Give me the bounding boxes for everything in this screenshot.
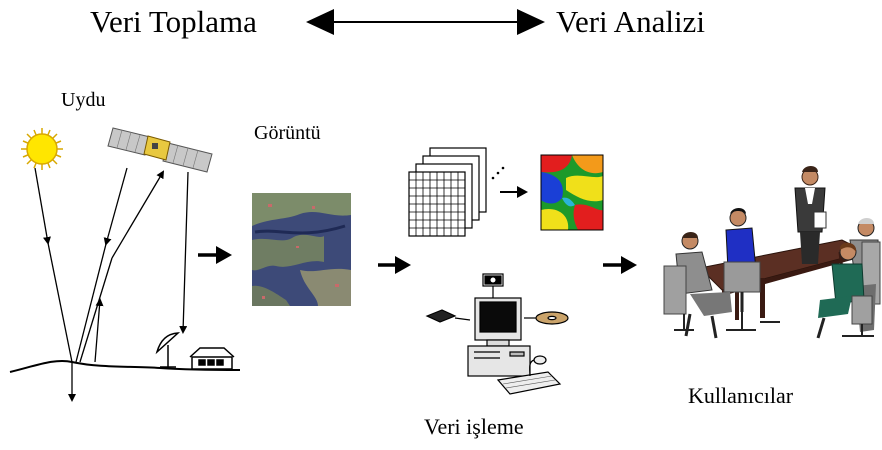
header-double-arrow: [306, 9, 545, 35]
raster-grid-stack: [408, 147, 505, 237]
person-standing-icon: [794, 166, 827, 264]
flow-arrow-1: [198, 246, 232, 264]
computer-workstation-icon: [425, 273, 569, 395]
satellite-image-thumbnail: [252, 193, 351, 306]
sun-icon: [21, 128, 63, 170]
image-label: Görüntü: [254, 122, 321, 144]
radiation-rays: [34, 167, 189, 402]
person-gray-left-icon: [663, 232, 732, 339]
ground-station-icon: [189, 347, 235, 370]
flow-arrow-4: [500, 186, 528, 198]
classified-map-icon: [540, 154, 604, 231]
satellite-label: Uydu: [61, 89, 106, 111]
person-green-icon: [816, 242, 873, 339]
satellite-icon: [107, 127, 213, 173]
person-blue-icon: [723, 208, 761, 312]
satellite-dish-icon: [155, 332, 181, 368]
flow-arrow-3: [603, 256, 637, 274]
chair-bases: [674, 312, 874, 337]
header-left-label: Veri Toplama: [90, 4, 257, 39]
header-right-label: Veri Analizi: [556, 4, 705, 39]
users-label: Kullanıcılar: [688, 383, 794, 408]
processing-label: Veri işleme: [424, 414, 524, 439]
flow-arrow-2: [378, 256, 411, 274]
